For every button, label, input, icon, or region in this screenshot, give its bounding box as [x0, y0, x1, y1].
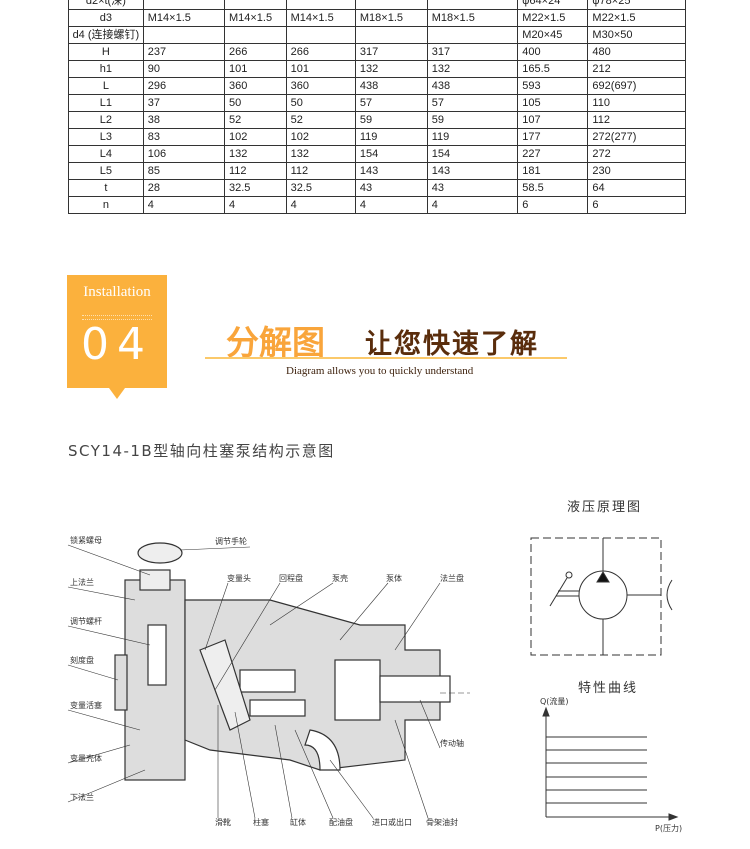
section-badge: Installation 04 — [67, 275, 167, 388]
swash-plate — [199, 639, 251, 731]
table-cell: 132 — [285, 145, 356, 163]
label-lock-nut: 锁紧螺母 — [70, 536, 102, 545]
pump-casing — [184, 599, 441, 771]
table-cell: 266 — [285, 43, 356, 61]
table-cell: 112 — [285, 162, 356, 180]
table-cell: 360 — [285, 77, 356, 95]
diagram-title: SCY14-1B型轴向柱塞泵结构示意图 — [68, 442, 335, 460]
label-valve-plate: 配油盘 — [329, 818, 353, 827]
label-pump-shell: 泵壳 — [332, 574, 348, 583]
table-cell: 132 — [354, 60, 428, 78]
leader-lines — [67, 544, 470, 819]
label-flange-plate: 法兰盘 — [440, 574, 464, 583]
hydraulic-title: 液压原理图 — [567, 500, 643, 515]
badge-divider — [82, 315, 152, 320]
curve-title: 特性曲线 — [578, 681, 639, 696]
section-subtitle: Diagram allows you to quickly understand — [286, 365, 474, 377]
row-label: L2 — [68, 111, 144, 129]
label-lower-flange: 下法兰 — [70, 793, 94, 802]
label-adjust-wheel: 调节手轮 — [215, 537, 247, 546]
label-drive-shaft: 传动轴 — [440, 739, 464, 748]
drive-shaft — [379, 675, 451, 703]
table-cell: 165.5 — [517, 60, 589, 78]
label-return-plate: 回程盘 — [279, 574, 303, 583]
p-axis-label: P(压力) — [655, 824, 683, 833]
adjust-wheel — [137, 542, 183, 564]
table-cell: 101 — [285, 60, 356, 78]
label-pump-body: 泵体 — [386, 574, 402, 583]
table-cell: 85 — [142, 162, 225, 180]
label-oil-seal: 骨架油封 — [426, 818, 458, 827]
table-cell: 4 — [354, 196, 428, 214]
table-cell: M22×1.5 — [517, 9, 589, 27]
badge-pointer — [109, 388, 125, 399]
table-cell: 37 — [142, 94, 225, 112]
table-cell: 317 — [426, 43, 519, 61]
title-underline — [205, 357, 567, 359]
table-cell: 57 — [426, 94, 519, 112]
lock-nut — [139, 569, 171, 591]
section-title-accent: 分解图 — [226, 323, 325, 362]
table-cell: M14×1.5 — [142, 9, 225, 27]
row-label: L3 — [68, 128, 144, 146]
table-cell: M20×45 — [517, 26, 589, 44]
label-upper-flange: 上法兰 — [70, 578, 94, 587]
plunger-2 — [249, 699, 306, 717]
adjust-screw — [147, 624, 167, 686]
label-variable-head: 变量头 — [227, 574, 251, 583]
table-cell: 4 — [223, 196, 287, 214]
table-cell: M18×1.5 — [426, 9, 519, 27]
q-axis-label: Q(流量) — [540, 697, 569, 706]
table-cell: 43 — [426, 179, 519, 197]
table-cell: 400 — [517, 43, 589, 61]
row-label: L4 — [68, 145, 144, 163]
table-cell: 212 — [587, 60, 686, 78]
label-adjust-screw: 调节螺杆 — [70, 617, 102, 626]
hydraulic-schematic — [530, 537, 673, 656]
table-cell: 43 — [354, 179, 428, 197]
table-cell: 105 — [517, 94, 589, 112]
row-label: d4 (连接螺钉) — [68, 26, 144, 44]
table-cell: 6 — [587, 196, 686, 214]
row-label: n — [68, 196, 144, 214]
label-variable-housing: 变量壳体 — [70, 754, 102, 763]
table-cell: M30×50 — [587, 26, 686, 44]
badge-number: 04 — [81, 319, 153, 370]
section-title: 让您快速了解 — [365, 329, 539, 360]
bearing — [334, 659, 381, 721]
table-cell: 112 — [587, 111, 686, 129]
plunger — [239, 669, 296, 693]
table-cell: 4 — [142, 196, 225, 214]
badge-label: Installation — [83, 284, 151, 300]
label-cylinder: 缸体 — [290, 818, 306, 827]
table-cell: 6 — [517, 196, 589, 214]
table-cell: 4 — [285, 196, 356, 214]
table-cell: 107 — [517, 111, 589, 129]
label-variable-piston: 变量活塞 — [70, 701, 102, 710]
dial — [114, 654, 128, 711]
label-slipper: 滑靴 — [215, 818, 231, 827]
characteristic-curve — [542, 706, 679, 821]
table-cell: 296 — [142, 77, 225, 95]
table-cell: 438 — [354, 77, 428, 95]
label-dial: 刻度盘 — [70, 656, 94, 665]
inlet-outlet — [304, 729, 341, 771]
label-plunger: 柱塞 — [253, 818, 269, 827]
label-inlet-outlet: 进口或出口 — [372, 818, 412, 827]
